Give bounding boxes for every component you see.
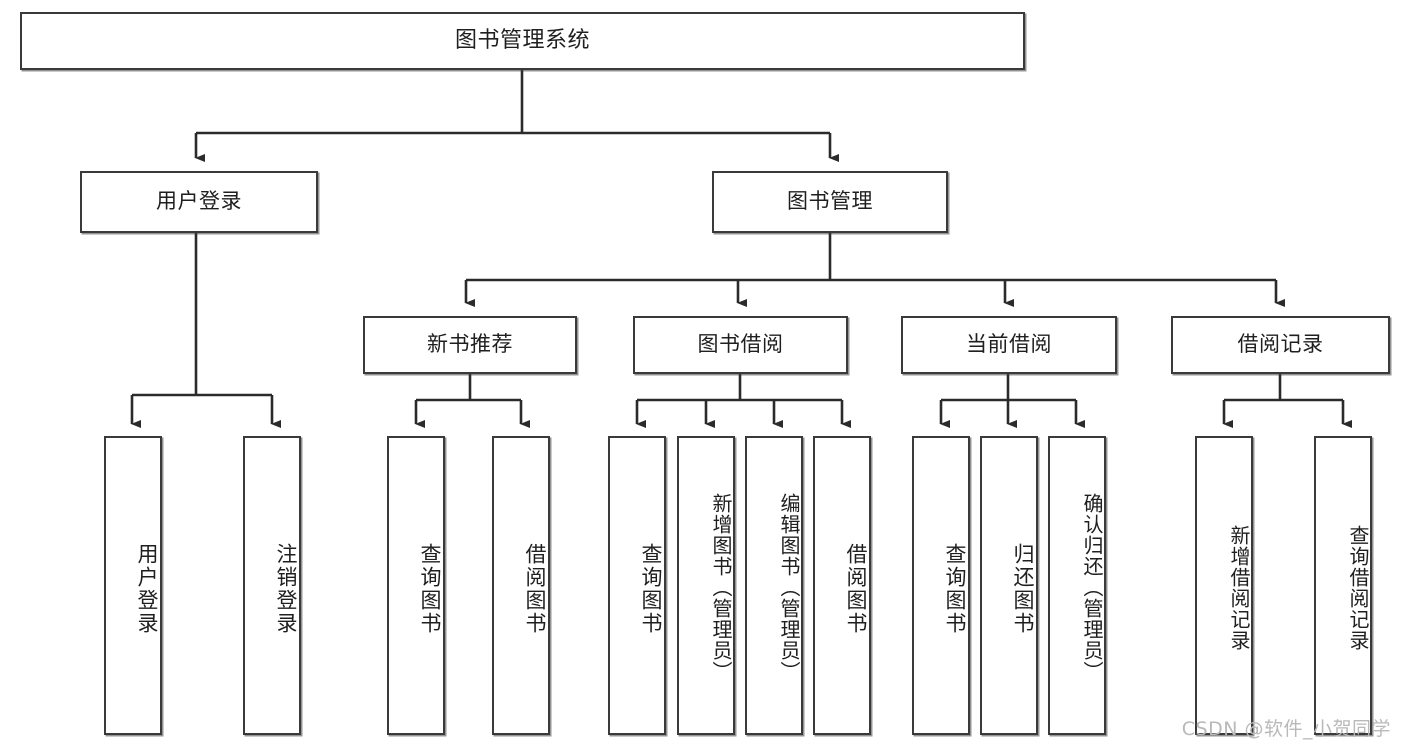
node-new-book-recommendation[interactable]: 新书推荐 [363, 316, 577, 374]
node-borrowing-records[interactable]: 借阅记录 [1171, 316, 1390, 374]
leaf-confirm-return-admin[interactable]: 确认归还（管理员） [1048, 436, 1106, 735]
leaf-add-borrowing-record[interactable]: 新增借阅记录 [1195, 436, 1253, 735]
leaf-borrow-book-new-recommendation[interactable]: 借阅图书 [492, 436, 550, 735]
leaf-query-book-borrowing[interactable]: 查询图书 [608, 436, 666, 735]
leaf-user-login[interactable]: 用户登录 [104, 436, 162, 735]
leaf-return-book[interactable]: 归还图书 [980, 436, 1038, 735]
leaf-borrow-book-borrowing[interactable]: 借阅图书 [813, 436, 871, 735]
leaf-query-borrowing-record[interactable]: 查询借阅记录 [1314, 436, 1372, 735]
node-current-borrowing[interactable]: 当前借阅 [901, 316, 1117, 374]
leaf-query-book-new-recommendation[interactable]: 查询图书 [387, 436, 445, 735]
csdn-watermark: CSDN @软件_小贺同学 [1181, 718, 1391, 740]
leaf-query-book-current[interactable]: 查询图书 [912, 436, 970, 735]
node-book-borrowing[interactable]: 图书借阅 [633, 316, 848, 374]
node-user-login[interactable]: 用户登录 [80, 171, 318, 233]
node-root-book-management-system[interactable]: 图书管理系统 [20, 12, 1025, 70]
leaf-add-book-admin[interactable]: 新增图书（管理员） [677, 436, 735, 735]
node-book-management[interactable]: 图书管理 [712, 171, 948, 233]
leaf-logout[interactable]: 注销登录 [243, 436, 301, 735]
leaf-edit-book-admin[interactable]: 编辑图书（管理员） [745, 436, 803, 735]
